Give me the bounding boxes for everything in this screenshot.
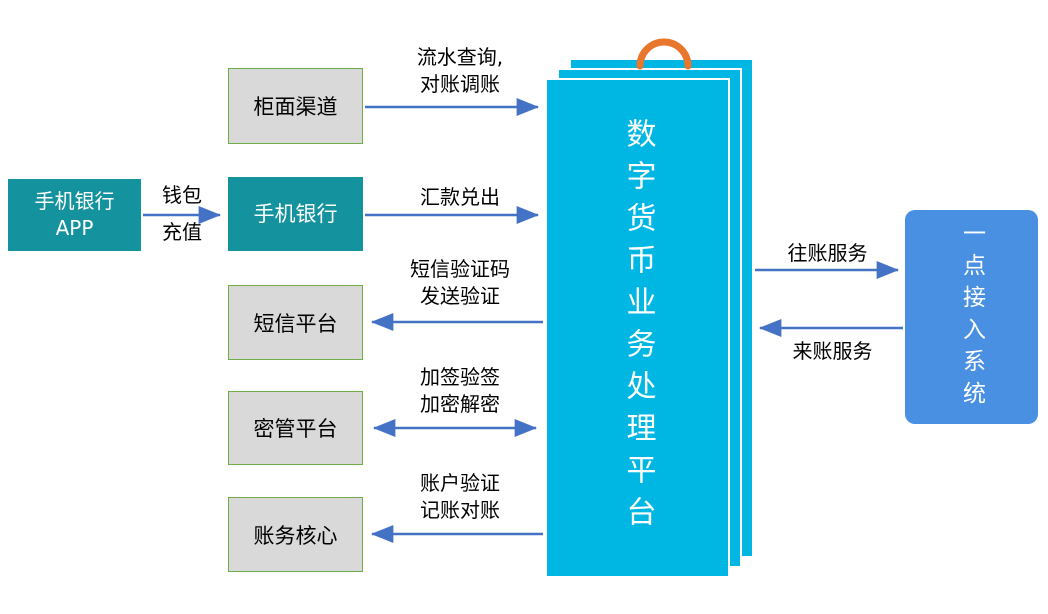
crypto-platform-label: 密管平台 — [253, 417, 338, 441]
edge-label-sms-verify: 短信验证码 发送验证 — [375, 256, 545, 310]
flow-query-line2: 对账调账 — [420, 72, 500, 96]
node-mobile-banking: 手机银行 — [228, 177, 363, 251]
node-accounting-core: 账务核心 — [228, 497, 363, 572]
account-verify-line2: 记账对账 — [420, 498, 500, 522]
sms-verify-line1: 短信验证码 — [410, 257, 510, 281]
binder-loop-icon — [636, 38, 692, 70]
account-verify-line1: 账户验证 — [420, 471, 500, 495]
edge-label-wallet-topup: 钱包 充值 — [141, 182, 223, 246]
mobile-banking-label: 手机银行 — [253, 201, 338, 226]
node-counter-channel: 柜面渠道 — [228, 68, 363, 144]
incoming-service-text: 来账服务 — [792, 339, 873, 363]
edge-label-outgoing-service: 往账服务 — [760, 240, 895, 267]
sign-verify-line2: 加密解密 — [420, 392, 500, 416]
node-mobile-app: 手机银行 APP — [8, 179, 141, 251]
platform-label: 数字货币业务处理平台 — [620, 118, 656, 538]
accounting-core-label: 账务核心 — [253, 523, 338, 548]
sms-verify-line2: 发送验证 — [420, 284, 500, 308]
node-access-system: 一点接入系统 — [905, 210, 1038, 424]
edge-label-flow-query: 流水查询, 对账调账 — [380, 44, 540, 98]
wallet-topup-line2: 充值 — [162, 220, 202, 244]
edge-label-incoming-service: 来账服务 — [765, 338, 900, 365]
access-system-label: 一点接入系统 — [958, 221, 985, 413]
flow-query-line1: 流水查询, — [416, 45, 504, 69]
sign-verify-line1: 加签验签 — [420, 365, 500, 389]
sms-platform-label: 短信平台 — [253, 311, 338, 336]
wallet-topup-line1: 钱包 — [162, 183, 202, 207]
mobile-app-label-line1: 手机银行 — [34, 189, 115, 213]
node-sms-platform: 短信平台 — [228, 285, 363, 360]
node-crypto-platform: 密管平台 — [228, 391, 363, 465]
mobile-app-label-line2: APP — [55, 216, 94, 240]
edge-label-remittance: 汇款兑出 — [380, 184, 540, 211]
platform-box: 数字货币业务处理平台 — [545, 78, 730, 578]
outgoing-service-text: 往账服务 — [787, 241, 868, 265]
edge-label-account-verify: 账户验证 记账对账 — [380, 470, 540, 524]
counter-channel-label: 柜面渠道 — [253, 95, 338, 119]
remittance-text: 汇款兑出 — [420, 185, 500, 209]
edge-label-sign-verify: 加签验签 加密解密 — [380, 364, 540, 418]
